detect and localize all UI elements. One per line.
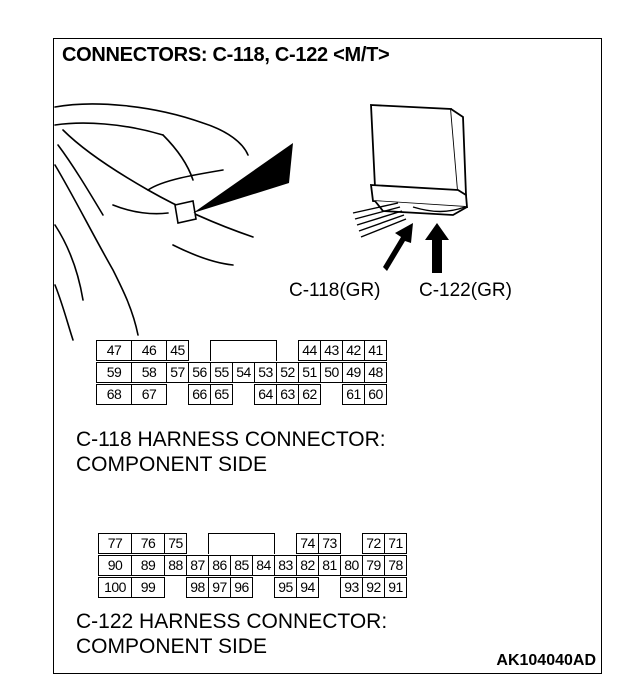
terminal-59: 59 bbox=[96, 362, 132, 383]
terminal-75: 75 bbox=[164, 533, 187, 554]
label-c118: C-118(GR) bbox=[289, 280, 381, 301]
terminal-43: 43 bbox=[320, 340, 343, 361]
terminal-42: 42 bbox=[342, 340, 365, 361]
ecu-body bbox=[370, 104, 459, 192]
terminal-82: 82 bbox=[296, 555, 319, 576]
terminal-72: 72 bbox=[362, 533, 385, 554]
terminal-49: 49 bbox=[342, 362, 365, 383]
terminal-80: 80 bbox=[340, 555, 363, 576]
terminal-91: 91 bbox=[384, 577, 407, 598]
terminal-89: 89 bbox=[131, 555, 165, 576]
terminal-78: 78 bbox=[384, 555, 407, 576]
connector-key-boss bbox=[208, 533, 275, 554]
terminal-60: 60 bbox=[364, 384, 387, 405]
terminal-86: 86 bbox=[208, 555, 231, 576]
connector-key-boss bbox=[210, 340, 277, 361]
c118-caption-line2: COMPONENT SIDE bbox=[76, 453, 267, 476]
terminal-88: 88 bbox=[164, 555, 187, 576]
terminal-79: 79 bbox=[362, 555, 385, 576]
terminal-48: 48 bbox=[364, 362, 387, 383]
terminal-65: 65 bbox=[210, 384, 233, 405]
figure-code: AK104040AD bbox=[496, 652, 596, 669]
arrow-c118 bbox=[383, 223, 413, 271]
terminal-87: 87 bbox=[186, 555, 209, 576]
c122-caption: C-122 HARNESS CONNECTOR: COMPONENT SIDE bbox=[76, 609, 387, 659]
terminal-47: 47 bbox=[96, 340, 132, 361]
terminal-56: 56 bbox=[188, 362, 211, 383]
terminal-64: 64 bbox=[254, 384, 277, 405]
terminal-63: 63 bbox=[276, 384, 299, 405]
terminal-61: 61 bbox=[342, 384, 365, 405]
page-title: CONNECTORS: C-118, C-122 <M/T> bbox=[62, 44, 390, 66]
terminal-76: 76 bbox=[131, 533, 165, 554]
terminal-51: 51 bbox=[298, 362, 321, 383]
label-c122: C-122(GR) bbox=[419, 280, 512, 301]
terminal-67: 67 bbox=[131, 384, 167, 405]
terminal-93: 93 bbox=[340, 577, 363, 598]
dashboard-outline bbox=[54, 103, 249, 156]
terminal-62: 62 bbox=[298, 384, 321, 405]
terminal-55: 55 bbox=[210, 362, 233, 383]
terminal-73: 73 bbox=[318, 533, 341, 554]
diagram-frame bbox=[53, 38, 602, 674]
terminal-81: 81 bbox=[318, 555, 341, 576]
c122-caption-line2: COMPONENT SIDE bbox=[76, 635, 267, 658]
terminal-50: 50 bbox=[320, 362, 343, 383]
terminal-68: 68 bbox=[96, 384, 132, 405]
terminal-94: 94 bbox=[296, 577, 319, 598]
terminal-41: 41 bbox=[364, 340, 387, 361]
terminal-74: 74 bbox=[296, 533, 319, 554]
terminal-71: 71 bbox=[384, 533, 407, 554]
terminal-92: 92 bbox=[362, 577, 385, 598]
terminal-85: 85 bbox=[230, 555, 253, 576]
terminal-97: 97 bbox=[208, 577, 231, 598]
terminal-96: 96 bbox=[230, 577, 253, 598]
terminal-95: 95 bbox=[274, 577, 297, 598]
c118-caption: C-118 HARNESS CONNECTOR: COMPONENT SIDE bbox=[76, 427, 386, 477]
terminal-46: 46 bbox=[131, 340, 167, 361]
terminal-52: 52 bbox=[276, 362, 299, 383]
terminal-77: 77 bbox=[98, 533, 132, 554]
terminal-45: 45 bbox=[166, 340, 189, 361]
ecu-location-box bbox=[174, 200, 197, 224]
c118-caption-line1: C-118 HARNESS CONNECTOR: bbox=[76, 428, 386, 451]
terminal-83: 83 bbox=[274, 555, 297, 576]
terminal-53: 53 bbox=[254, 362, 277, 383]
terminal-99: 99 bbox=[131, 577, 165, 598]
terminal-66: 66 bbox=[188, 384, 211, 405]
vehicle-location-illustration bbox=[54, 103, 468, 341]
terminal-57: 57 bbox=[166, 362, 189, 383]
arrow-c122 bbox=[425, 223, 449, 273]
terminal-98: 98 bbox=[186, 577, 209, 598]
c122-caption-line1: C-122 HARNESS CONNECTOR: bbox=[76, 610, 388, 633]
ecu-connector-block bbox=[369, 184, 468, 208]
terminal-44: 44 bbox=[298, 340, 321, 361]
terminal-58: 58 bbox=[131, 362, 167, 383]
location-pointer bbox=[193, 143, 293, 213]
terminal-90: 90 bbox=[98, 555, 132, 576]
terminal-100: 100 bbox=[98, 577, 132, 598]
terminal-84: 84 bbox=[252, 555, 275, 576]
terminal-54: 54 bbox=[232, 362, 255, 383]
